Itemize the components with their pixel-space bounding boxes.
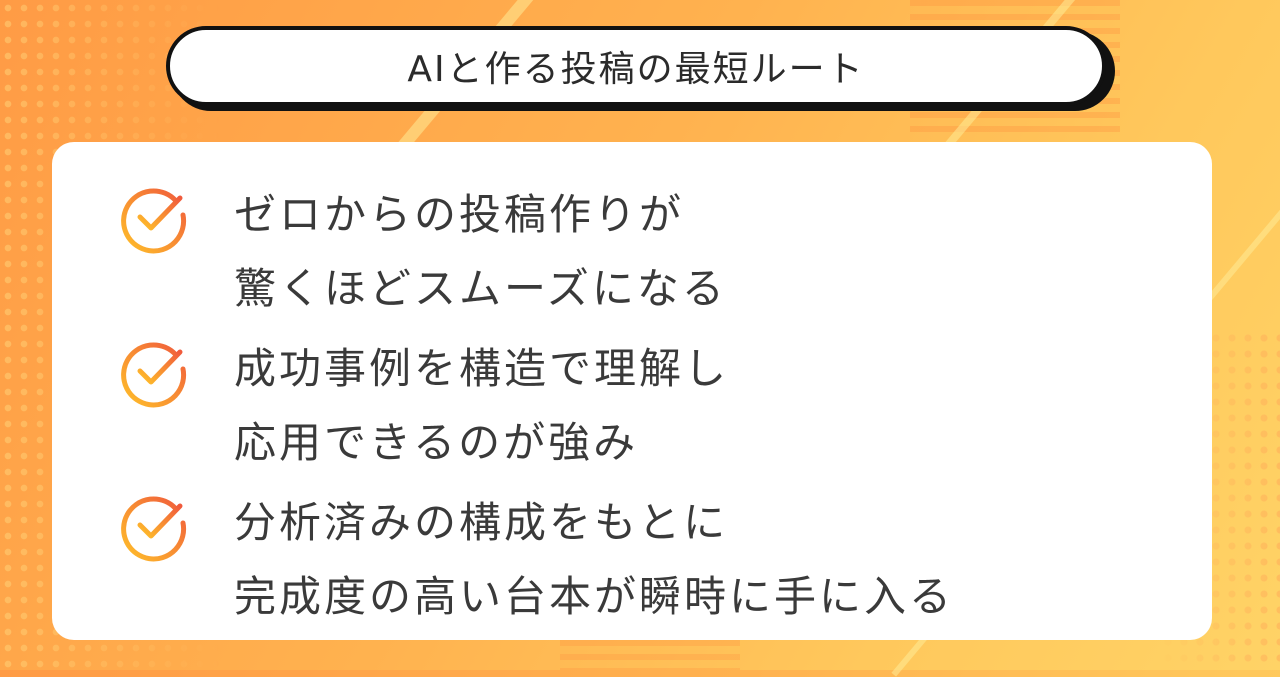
list-item-text: 成功事例を構造で理解し 応用できるのが強み xyxy=(234,332,729,480)
page-title: AIと作る投稿の最短ルート xyxy=(407,49,865,90)
check-circle-icon xyxy=(121,496,187,562)
list-item-line-2: 完成度の高い台本が瞬時に手に入る xyxy=(234,572,955,621)
list-item: 分析済みの構成をもとに 完成度の高い台本が瞬時に手に入る xyxy=(118,486,954,634)
list-item-line-1: 分析済みの構成をもとに xyxy=(234,498,729,547)
title-pill: AIと作る投稿の最短ルート xyxy=(166,26,1106,106)
list-item-line-2: 驚くほどスムーズになる xyxy=(234,264,727,313)
content-card: ゼロからの投稿作りが 驚くほどスムーズになる 成功事例を構造で理解し 応用できる… xyxy=(52,142,1212,640)
list-item-line-1: 成功事例を構造で理解し xyxy=(234,344,730,393)
list-item: ゼロからの投稿作りが 驚くほどスムーズになる xyxy=(118,178,727,326)
background-stripes-bottom xyxy=(560,640,740,670)
list-item-text: 分析済みの構成をもとに 完成度の高い台本が瞬時に手に入る xyxy=(234,486,954,634)
check-circle-icon xyxy=(121,188,187,254)
list-item-text: ゼロからの投稿作りが 驚くほどスムーズになる xyxy=(234,178,727,326)
list-item-line-1: ゼロからの投稿作りが xyxy=(234,190,685,239)
list-item: 成功事例を構造で理解し 応用できるのが強み xyxy=(118,332,729,480)
check-circle-icon xyxy=(121,342,187,408)
list-item-line-2: 応用できるのが強み xyxy=(234,418,639,467)
